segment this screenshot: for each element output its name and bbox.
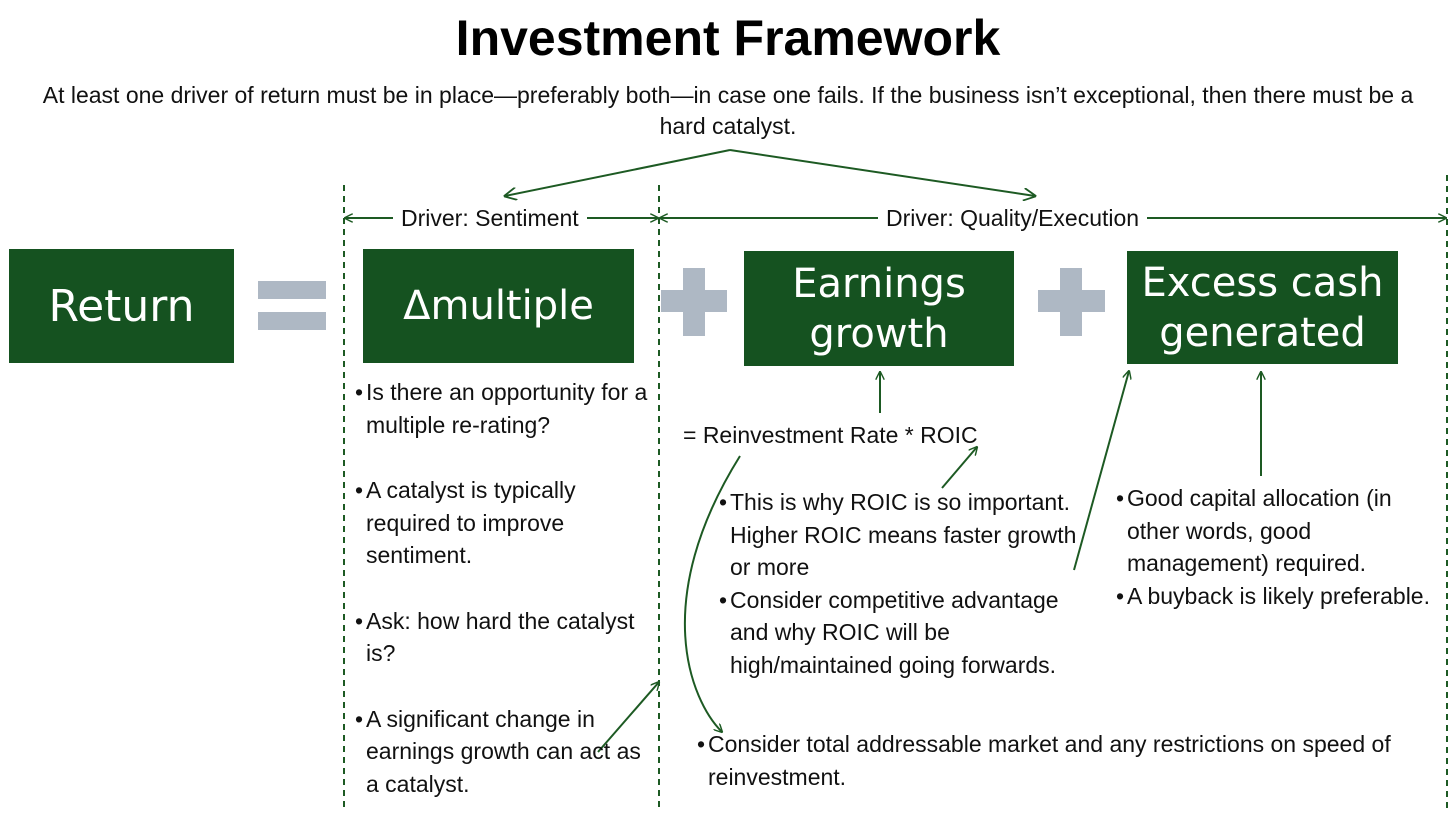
sentiment-bullet-list: Is there an opportunity for a multiple r… [355,376,655,833]
roic-bullet: Consider competitive advantage and why R… [719,584,1089,682]
plus-sign-2 [1038,268,1105,336]
arrow-reinvestment-to-tam [683,455,741,732]
earnings-growth-label: Earnings growth [792,260,966,357]
sentiment-bullet: A catalyst is typically required to impr… [355,474,655,572]
tam-bullet: Consider total addressable market and an… [697,728,1437,793]
diagram-title: Investment Framework [455,10,1001,66]
roic-bullet: This is why ROIC is so important. Higher… [719,486,1089,584]
roic-bullet-list: This is why ROIC is so important. Higher… [719,486,1089,681]
peak-arrow-left [505,149,731,196]
earnings-growth-box: Earnings growth [744,251,1014,366]
excess-cash-box: Excess cash generated [1127,251,1398,364]
sentiment-bullet: Is there an opportunity for a multiple r… [355,376,655,441]
equals-sign [258,281,326,330]
return-box: Return [9,249,234,363]
excess-cash-label: Excess cash generated [1141,259,1384,356]
sentiment-bullet: A significant change in earnings growth … [355,703,655,801]
diagram-subtitle: At least one driver of return must be in… [42,82,1414,139]
cash-bullet-list: Good capital allocation (in other words,… [1116,482,1446,612]
return-label: Return [48,280,195,332]
reinvestment-formula: = Reinvestment Rate * ROIC [683,422,978,448]
multiple-box: Δmultiple [363,249,634,363]
arrow-roic-to-formula [941,447,977,489]
plus-sign-1 [661,268,727,336]
driver-quality-label: Driver: Quality/Execution [878,204,1148,232]
peak-arrow-right [729,149,1035,196]
multiple-label: Δmultiple [403,283,594,329]
cash-bullet: Good capital allocation (in other words,… [1116,482,1446,580]
driver-sentiment-label: Driver: Sentiment [393,204,587,232]
tam-bullet-list: Consider total addressable market and an… [697,728,1437,793]
cash-bullet: A buyback is likely preferable. [1116,580,1446,613]
sentiment-bullet: Ask: how hard the catalyst is? [355,605,655,670]
